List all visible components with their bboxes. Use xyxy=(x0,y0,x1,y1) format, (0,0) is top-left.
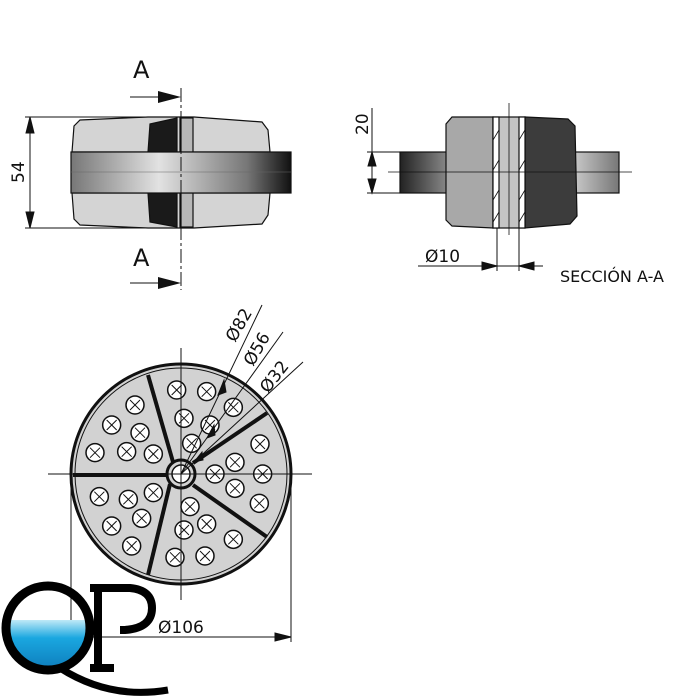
drain-hole xyxy=(174,408,194,429)
section-view xyxy=(388,103,632,235)
drain-hole xyxy=(89,486,110,507)
section-caption: SECCIÓN A-A xyxy=(560,267,664,286)
drain-hole xyxy=(143,482,164,503)
drain-hole xyxy=(101,415,122,435)
drain-hole xyxy=(225,452,245,473)
drain-hole xyxy=(101,516,122,536)
bore-dim-label: Ø10 xyxy=(425,247,460,267)
drain-hole xyxy=(174,520,194,540)
drain-hole xyxy=(249,493,270,514)
bore-dimension xyxy=(418,228,543,271)
height-dim-label: 54 xyxy=(9,161,29,183)
drain-hole xyxy=(180,496,200,517)
drain-hole xyxy=(165,547,185,568)
drain-hole xyxy=(196,514,217,534)
drain-hole xyxy=(195,546,215,566)
top-view xyxy=(48,304,312,600)
drain-hole xyxy=(131,508,152,529)
drain-hole xyxy=(125,395,145,415)
drain-hole xyxy=(121,536,142,556)
qp-logo xyxy=(1,581,169,696)
overall-dimension xyxy=(70,480,292,642)
drain-hole xyxy=(250,434,270,454)
dia-inner-label: Ø32 xyxy=(256,357,293,397)
section-label-bottom: A xyxy=(133,244,150,272)
drain-hole xyxy=(130,422,150,443)
drain-hole xyxy=(223,529,244,550)
spoke xyxy=(146,483,172,576)
spoke xyxy=(191,483,269,539)
drain-hole xyxy=(166,380,187,400)
overall-dim-label: Ø106 xyxy=(158,618,204,638)
drain-hole xyxy=(223,397,244,418)
drain-hole xyxy=(196,381,217,402)
section-label-top: A xyxy=(133,56,150,84)
drain-hole xyxy=(116,441,137,462)
flange-dim-label: 20 xyxy=(353,113,373,135)
drain-hole xyxy=(85,442,105,463)
drain-hole xyxy=(143,444,164,464)
height-dimension xyxy=(25,116,150,229)
drain-hole xyxy=(225,478,245,499)
front-view xyxy=(70,88,292,290)
flange-dimension xyxy=(367,108,400,195)
drain-hole xyxy=(118,489,139,510)
spoke xyxy=(191,411,269,465)
spoke xyxy=(146,374,175,463)
section-arrow-top xyxy=(130,91,181,289)
